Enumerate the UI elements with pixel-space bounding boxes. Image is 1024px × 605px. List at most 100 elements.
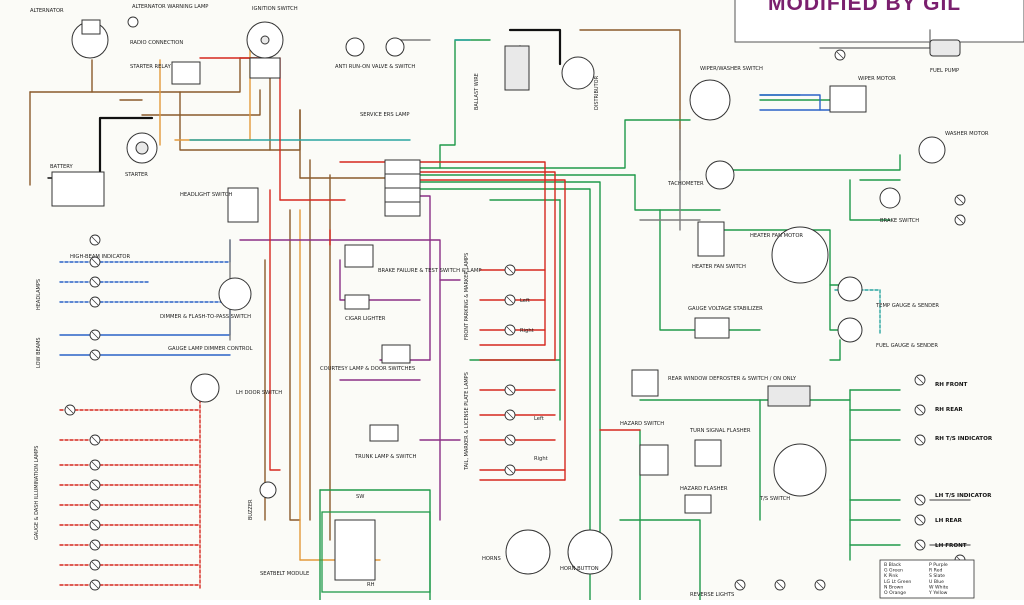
anti-run-on-valve-label: ANTI RUN-ON VALVE & SWITCH xyxy=(335,64,415,70)
lamp-filament xyxy=(506,436,514,444)
legend-entry: K Pink xyxy=(884,573,898,579)
alternator-label: ALTERNATOR xyxy=(30,8,64,14)
legend-entry: S Slate xyxy=(929,573,945,579)
title-box: MODIFIED BY GIL xyxy=(734,0,1024,43)
tail-lamps: TAIL, MARKER & LICENSE PLATE LAMPS xyxy=(464,372,470,471)
legend-entry: G Green xyxy=(884,568,903,574)
service-ers-lamp-label: SERVICE ERS LAMP xyxy=(360,112,410,118)
wiper-motor-label: WIPER MOTOR xyxy=(858,76,896,82)
lamp-filament xyxy=(91,501,99,509)
gauge-voltage-stabilizer: GAUGE VOLTAGE STABILIZER xyxy=(688,306,763,339)
legend-entry: W White xyxy=(929,584,949,590)
washer-motor-label: WASHER MOTOR xyxy=(945,131,989,137)
lamp-filament xyxy=(916,436,924,444)
horn-button-label: HORN BUTTON xyxy=(560,566,599,572)
courtesy-lamp: COURTESY LAMP & DOOR SWITCHES xyxy=(320,344,415,372)
washer-motor: WASHER MOTOR xyxy=(918,131,989,164)
black-wires xyxy=(47,28,562,182)
lamp-filament xyxy=(506,386,514,394)
high-beam-indicator: HIGH-BEAM INDICATOR xyxy=(70,254,131,260)
buzzer-label: BUZZER xyxy=(248,499,254,520)
headlight-switch-label: HEADLIGHT SWITCH xyxy=(180,192,232,198)
tail-lamps-label: TAIL, MARKER & LICENSE PLATE LAMPS xyxy=(464,372,470,471)
right-label-2: Right xyxy=(534,456,548,462)
fuel-gauge-label: FUEL GAUGE & SENDER xyxy=(876,343,938,349)
heater-fan-switch-label: HEATER FAN SWITCH xyxy=(692,264,746,270)
hazard-switch-label: HAZARD SWITCH xyxy=(620,421,664,427)
lamp-filament xyxy=(506,466,514,474)
turn-signal-lamps: RH FRONT RH REAR RH T/S INDICATOR LH T/S… xyxy=(935,382,993,549)
gauge-lamp-dimmer-label: GAUGE LAMP DIMMER CONTROL xyxy=(168,346,253,352)
green-wires xyxy=(319,39,901,601)
lamp-filament xyxy=(916,376,924,384)
distributor: DISTRIBUTOR xyxy=(561,56,600,110)
ignition-switch: IGNITION SWITCH xyxy=(246,6,298,79)
low-beams-label: LOW BEAMS xyxy=(36,337,42,368)
seatbelt-module-label: SEATBELT MODULE xyxy=(260,571,309,577)
lamp-filament xyxy=(736,581,744,589)
rh-rear-label: RH REAR xyxy=(935,407,963,413)
headlamps-group: HEADLAMPS LOW BEAMS xyxy=(36,279,42,368)
courtesy-lamp-label: COURTESY LAMP & DOOR SWITCHES xyxy=(320,366,415,372)
legend-entry: P Purple xyxy=(929,562,948,568)
lamp-filament xyxy=(91,461,99,469)
heater-fan-motor: HEATER FAN MOTOR xyxy=(750,226,829,284)
lh-ts-indicator-label: LH T/S INDICATOR xyxy=(935,493,992,499)
rear-window-defroster-label: REAR WINDOW DEFROSTER & SWITCH / ON ONLY xyxy=(668,376,797,382)
rh-front-label: RH FRONT xyxy=(935,382,968,388)
lamp-filament xyxy=(506,326,514,334)
hazard-switch: HAZARD SWITCH xyxy=(620,421,669,476)
brake-failure-lamp: BRAKE FAILURE & TEST SWITCH & LAMP xyxy=(344,244,481,274)
lamp-filament xyxy=(956,196,964,204)
lh-front-label: LH FRONT xyxy=(935,543,967,549)
legend-entry: B Black xyxy=(884,562,901,568)
gauge-voltage-stabilizer-label: GAUGE VOLTAGE STABILIZER xyxy=(688,306,763,312)
battery: BATTERY xyxy=(50,164,105,207)
anti-run-on-valve: ANTI RUN-ON VALVE & SWITCH xyxy=(335,37,415,70)
dimmer-switch-label: DIMMER & FLASH-TO-PASS SWITCH xyxy=(160,314,251,320)
left-label-2: Left xyxy=(534,416,544,422)
reverse-lights: REVERSE LIGHTS xyxy=(690,592,734,598)
ts-switch: T/S SWITCH xyxy=(759,443,827,502)
wiper-motor: WIPER MOTOR xyxy=(829,76,896,113)
fuel-pump: FUEL PUMP xyxy=(929,39,961,74)
hazard-flasher-label: HAZARD FLASHER xyxy=(680,486,728,492)
title-text: MODIFIED BY GIL xyxy=(768,0,961,15)
lamp-filament xyxy=(91,236,99,244)
lamp-filament xyxy=(91,278,99,286)
gray-wires xyxy=(229,29,971,546)
trunk-lamp-label: TRUNK LAMP & SWITCH xyxy=(354,454,416,460)
tachometer-label: TACHOMETER xyxy=(667,181,704,187)
tail-lamp-side-labels: Left Right Left Right SW RH xyxy=(356,298,548,588)
starter-motor: STARTER xyxy=(125,132,158,178)
headlamps-label: HEADLAMPS xyxy=(36,279,42,310)
lamp-filament xyxy=(91,561,99,569)
lamp-filament xyxy=(91,481,99,489)
radio-connection: RADIO CONNECTION xyxy=(130,40,183,46)
heater-fan-motor-label: HEATER FAN MOTOR xyxy=(750,233,803,239)
headlight-switch: HEADLIGHT SWITCH xyxy=(180,187,259,223)
horns-label: HORNS xyxy=(482,556,501,562)
brown-wires xyxy=(29,29,681,541)
cigar-lighter-label: CIGAR LIGHTER xyxy=(345,316,386,322)
ts-switch-label: T/S SWITCH xyxy=(759,496,790,502)
alternator-warning-lamp: ALTERNATOR WARNING LAMP xyxy=(127,4,208,28)
teal-wires xyxy=(189,39,881,336)
reverse-lights-label: REVERSE LIGHTS xyxy=(690,592,734,598)
front-parking-lamps: FRONT PARKING & MARKER LAMPS xyxy=(464,253,470,340)
wiper-washer-switch: WIPER/WASHER SWITCH xyxy=(689,66,763,121)
turn-signal-flasher-label: TURN SIGNAL FLASHER xyxy=(689,428,751,434)
alternator-warning-lamp-label: ALTERNATOR WARNING LAMP xyxy=(132,4,208,10)
lh-door-switch-label: LH DOOR SWITCH xyxy=(236,390,282,396)
ignition-coil: BALLAST WIRE xyxy=(474,45,530,110)
distributor-label: DISTRIBUTOR xyxy=(594,75,600,110)
lamp-filament xyxy=(91,298,99,306)
lamp-filament xyxy=(506,266,514,274)
brake-switch: BRAKE SWITCH xyxy=(879,187,919,224)
buzzer: BUZZER xyxy=(248,481,277,520)
rh-label: RH xyxy=(367,582,375,588)
gauge-dash-lamps-label: GAUGE & DASH ILLUMINATION LAMPS xyxy=(34,446,40,540)
service-lamp: SERVICE ERS LAMP xyxy=(360,112,410,118)
